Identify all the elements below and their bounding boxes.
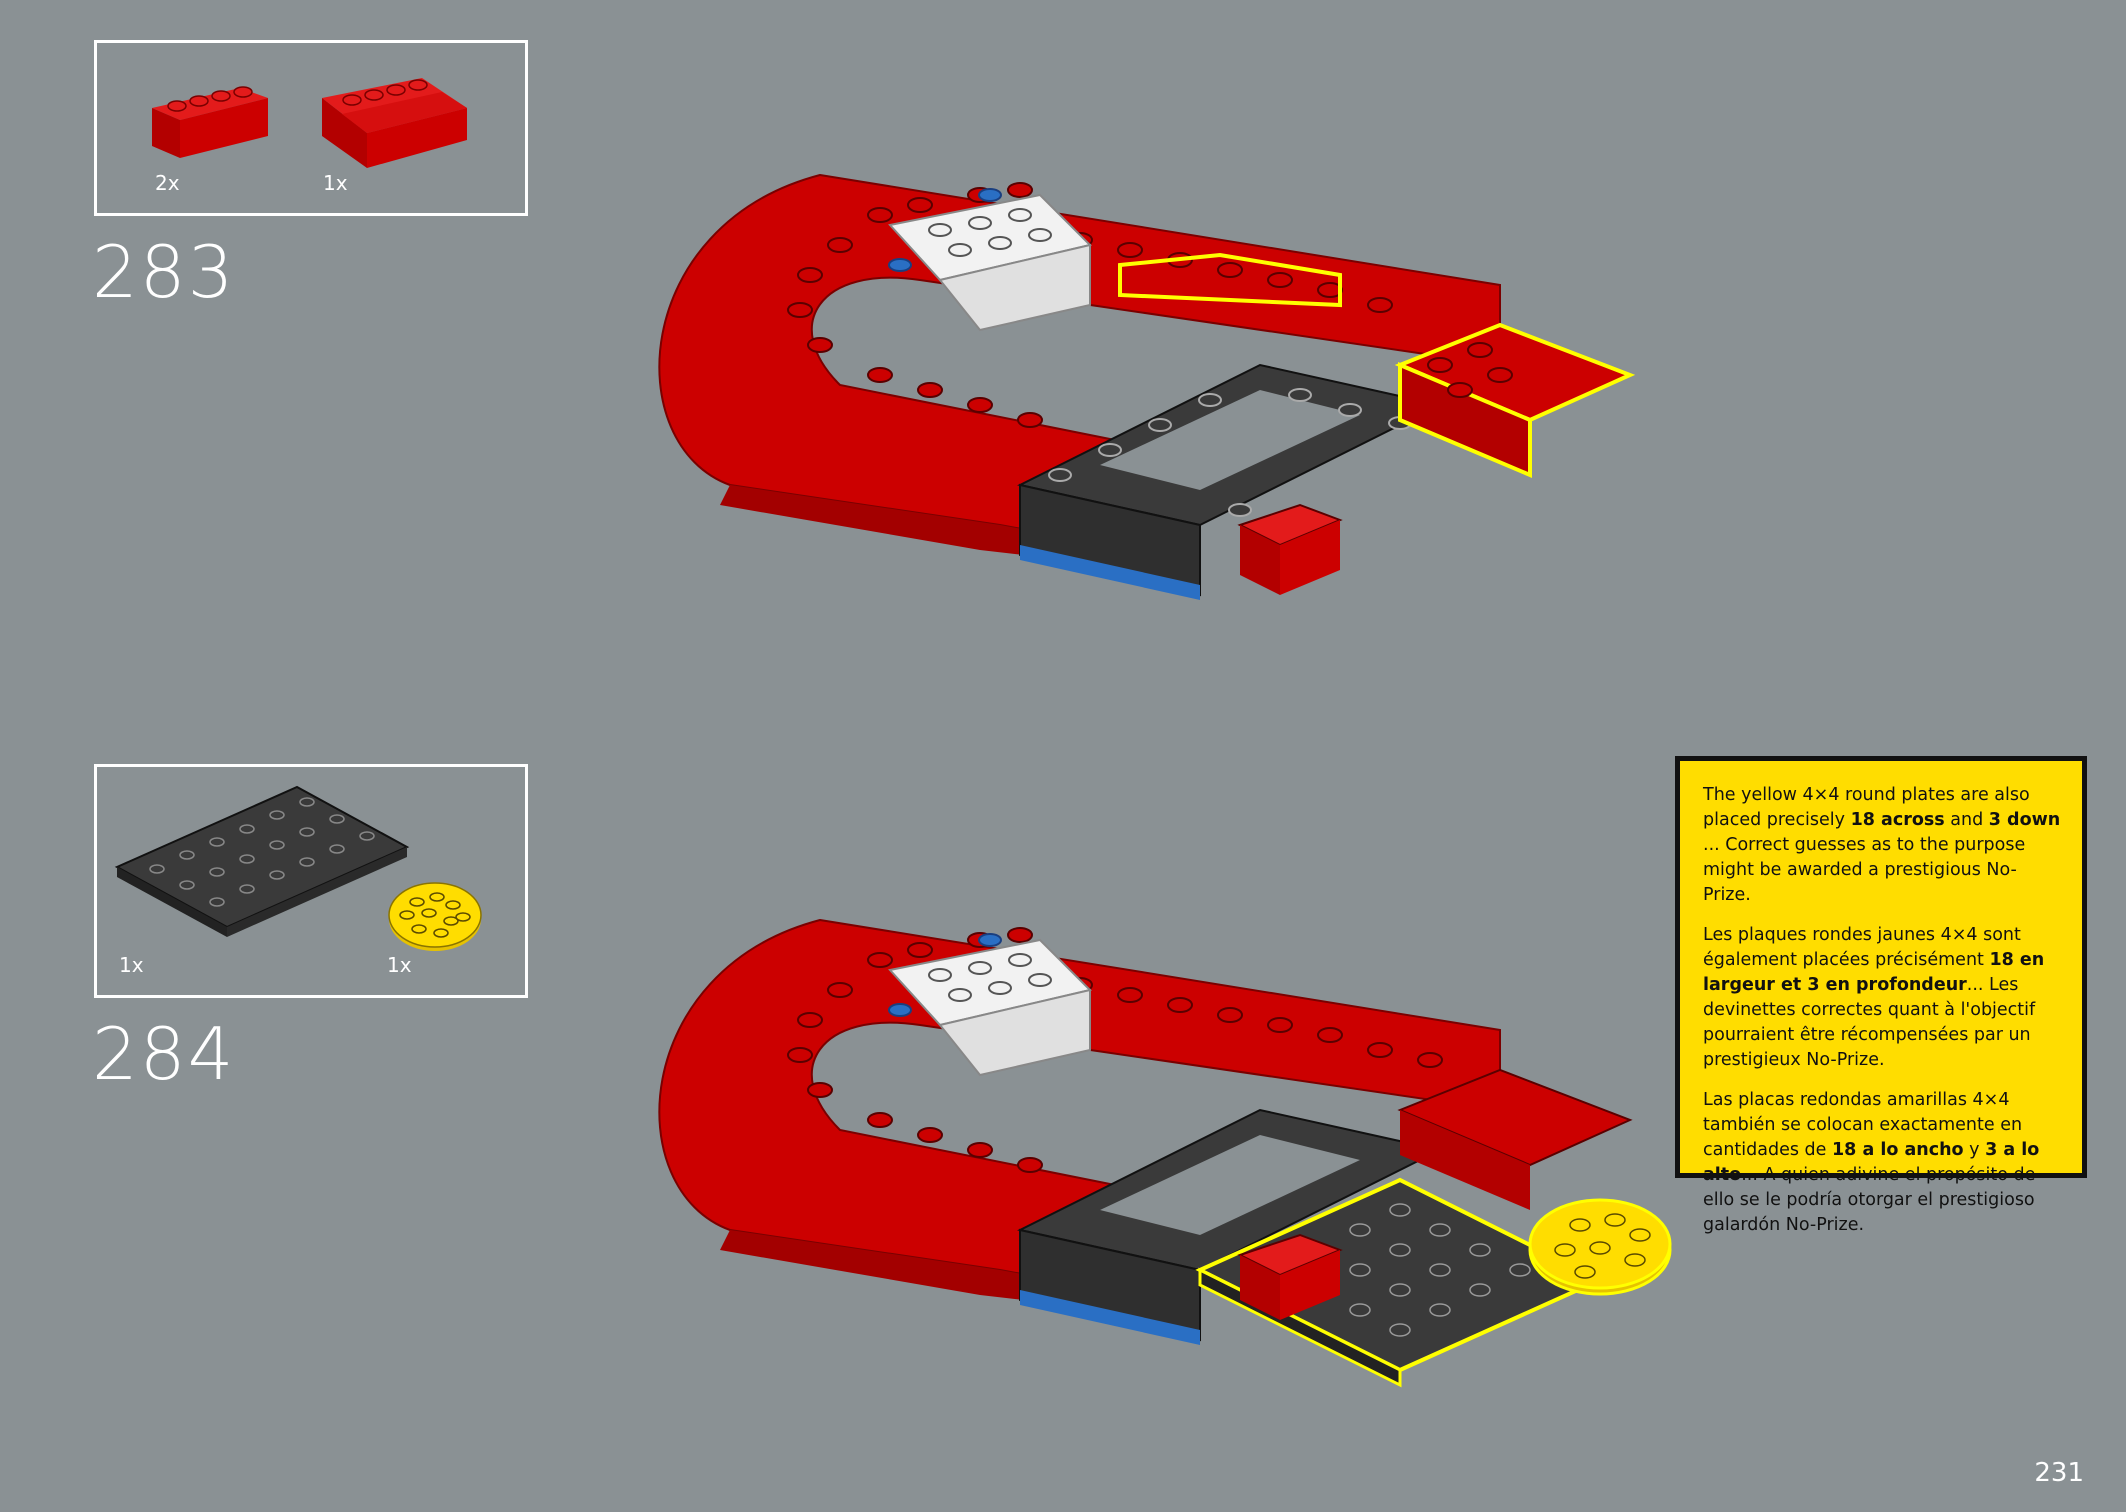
page-number: 231 [2034, 1458, 2084, 1488]
part-quantity: 1x [387, 953, 412, 977]
part-quantity: 2x [155, 171, 180, 195]
part-quantity: 1x [119, 953, 144, 977]
trivia-note-box: The yellow 4×4 round plates are also pla… [1675, 756, 2087, 1235]
part-quantity: 1x [323, 171, 348, 195]
red-1x4-brick-icon [152, 86, 268, 158]
yellow-4x4-round-plate-icon [388, 882, 482, 951]
step-number: 283 [92, 230, 236, 314]
parts-callout-283: 2x 1x [94, 40, 528, 216]
note-english: The yellow 4×4 round plates are also pla… [1703, 785, 2061, 905]
model-illustration-step-284 [658, 918, 1672, 1388]
note-french: Les plaques rondes jaunes 4×4 sont égale… [1703, 925, 2045, 1070]
parts-callout-284: 1x 1x [94, 764, 528, 998]
red-slope-brick-icon [322, 78, 467, 168]
dark-gray-6x8-plate-icon [114, 785, 410, 937]
model-illustration-step-283 [658, 173, 1636, 600]
note-spanish: Las placas redondas amarillas 4×4 tambié… [1703, 1090, 2040, 1235]
step-number: 284 [92, 1012, 236, 1096]
